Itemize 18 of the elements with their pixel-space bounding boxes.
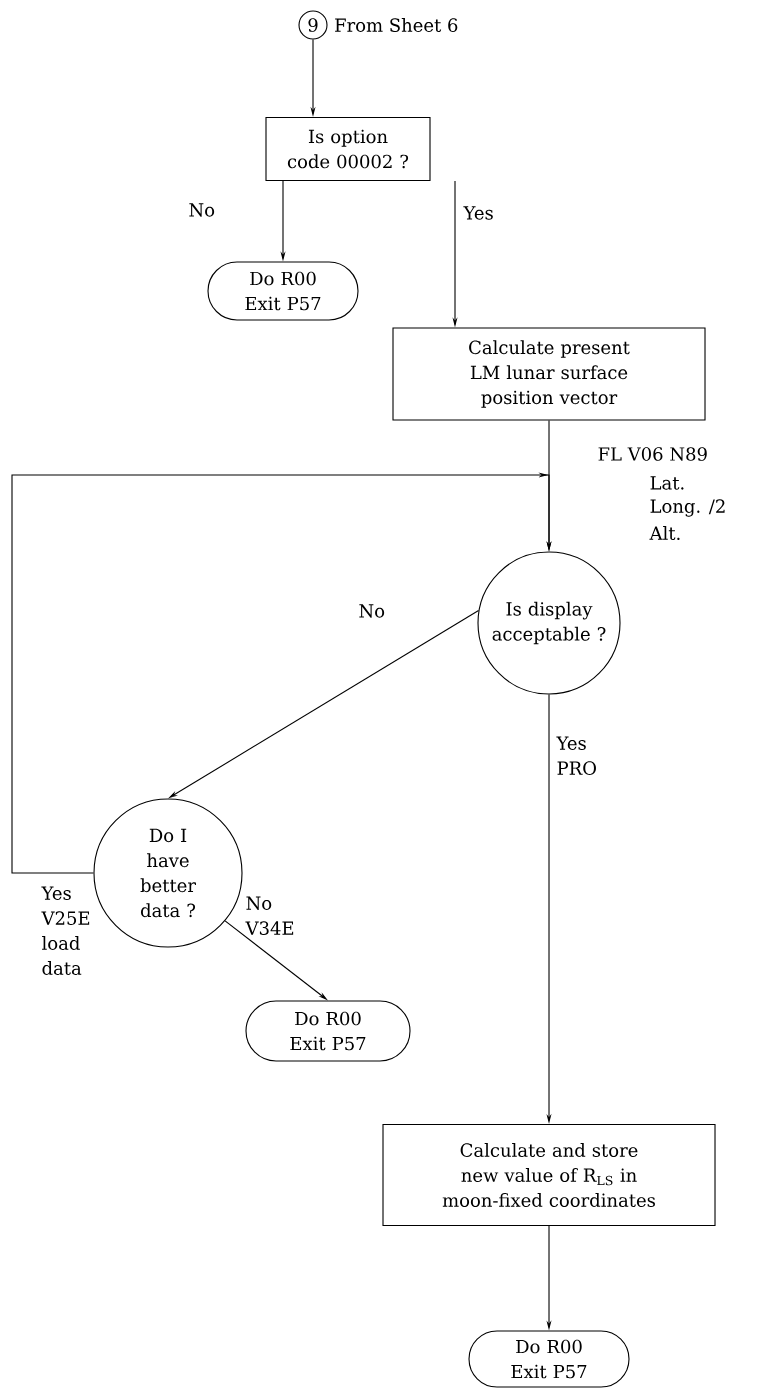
terminal-box: Do R00 Exit P57 bbox=[207, 261, 359, 321]
process-box: Calculate present LM lunar surface position vector bbox=[392, 327, 706, 421]
display-label: Lat. bbox=[650, 476, 684, 490]
edge-label: Yes bbox=[463, 206, 493, 220]
terminal-box: Do R00 Exit P57 bbox=[245, 1000, 411, 1062]
edge-label: Yes PRO bbox=[556, 736, 596, 775]
edge-label: No V34E bbox=[245, 896, 294, 935]
display-label: FL V06 N89 bbox=[598, 447, 707, 461]
process-box: Is option code 00002 ? bbox=[265, 116, 431, 182]
edge-label: Yes V25E load data bbox=[41, 886, 90, 975]
process-box: Calculate and store new value of R$_{LS}$ in moon-fixed coordinates bbox=[382, 1123, 716, 1227]
display-label: Long. /2 bbox=[650, 499, 725, 517]
arrow bbox=[11, 472, 552, 874]
edge-label: No bbox=[189, 203, 215, 217]
display-label: Alt. bbox=[649, 526, 680, 540]
terminal-box: Do R00 Exit P57 bbox=[468, 1330, 630, 1388]
edge-label: No bbox=[359, 604, 385, 618]
beside-text: From Sheet 6 bbox=[335, 18, 458, 32]
